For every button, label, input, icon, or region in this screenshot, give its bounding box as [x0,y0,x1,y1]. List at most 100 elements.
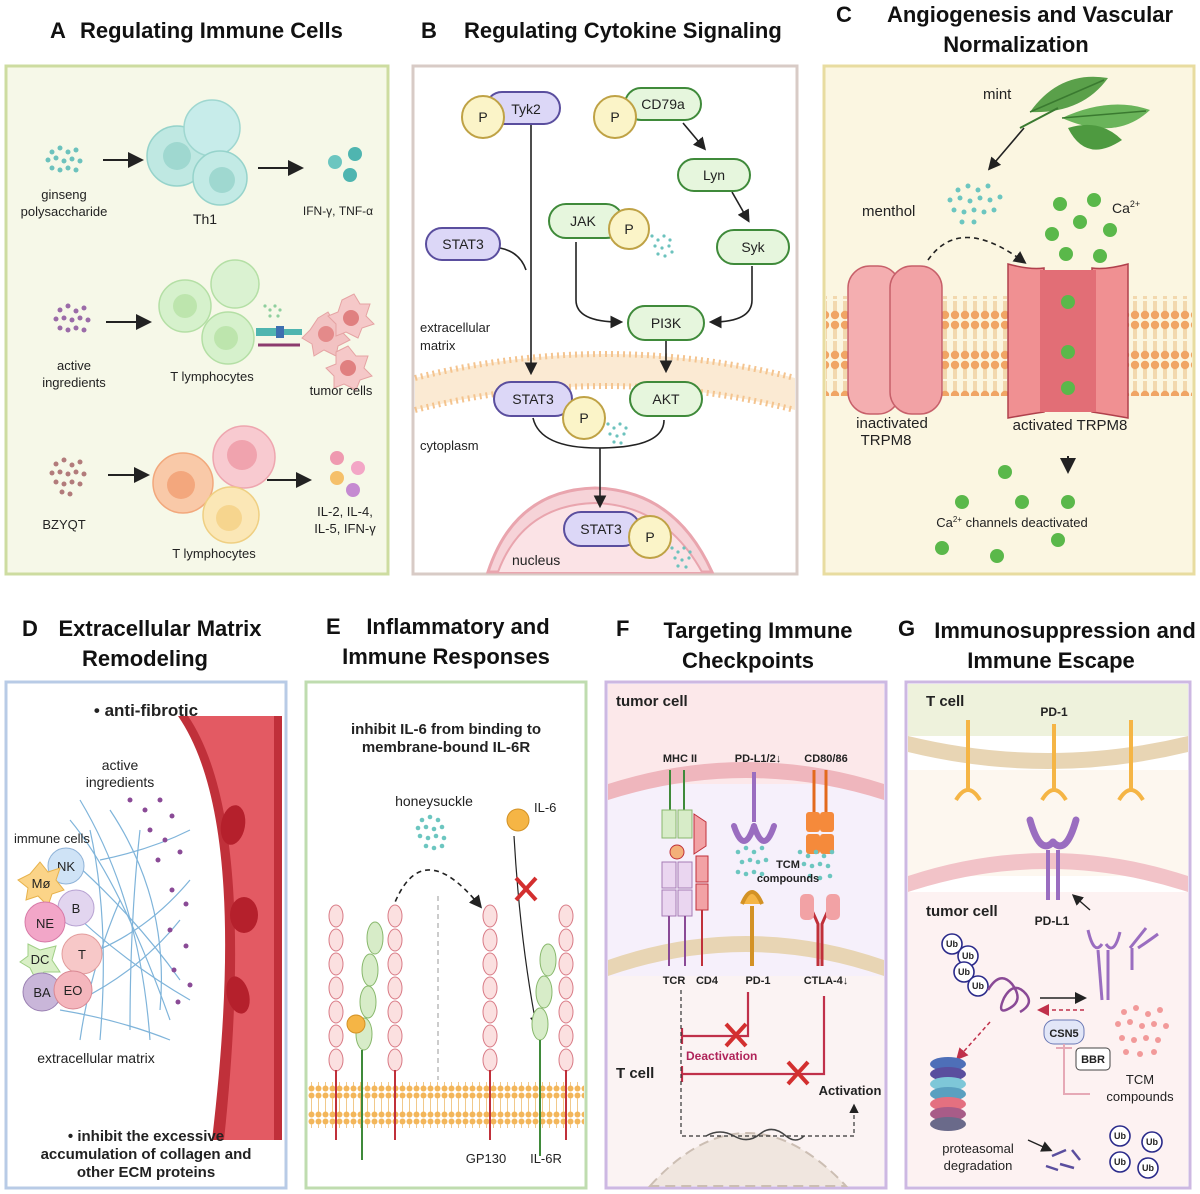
trpm8-inactive [847,265,943,415]
cell-eo: EO [53,970,93,1010]
cytokine-dots-1 [328,147,362,182]
panel-b-letter: B [421,18,437,43]
arrow-il6 [513,835,540,1027]
immune-cells-label: immune cells [14,831,90,846]
honeysuckle-particles [415,814,447,851]
mint-leaves [1019,76,1150,150]
proteasomal-label-2: degradation [944,1158,1013,1173]
panel-f-letter: F [616,616,629,641]
node-tyk2: Tyk2 P [461,91,561,139]
tumor-cells-label: tumor cells [310,383,373,398]
svg-text:Ub: Ub [1146,1137,1158,1147]
svg-text:Syk: Syk [741,239,765,255]
il6-ball [506,808,530,832]
tcm-g-label-2: compounds [1106,1089,1174,1104]
bzyqt-particles [49,457,87,497]
panel-g-title-2: Immune Escape [967,648,1135,673]
panel-a-letter: A [50,18,66,43]
bzyqt-label: BZYQT [42,517,85,532]
panel-g-title-1: Immunosuppression and [934,618,1196,643]
active-d-label-2: ingredients [86,774,155,790]
cell-membrane-b [415,354,795,410]
menthol-particles [947,183,1003,225]
anti-fibrotic-label: • anti-fibrotic [94,701,198,720]
ca-channels-label: Ca2+ channels deactivated [936,515,1088,530]
panel-e: E Inflammatory and Immune Responses inhi… [304,614,588,1190]
gp130-label: GP130 [466,1151,506,1166]
ginseng-label-2: polysaccharide [21,204,108,219]
activation-label: Activation [819,1083,882,1098]
ca-label: Ca2+ [1112,199,1140,216]
svg-text:P: P [645,529,654,545]
tcm-particles-g [1115,1005,1169,1057]
tcell-g-label: T cell [926,693,964,710]
node-lyn: Lyn [677,158,751,192]
ecm-label-1: extracellular [420,320,491,335]
svg-text:P: P [579,410,588,426]
il6r-label: IL-6R [530,1151,562,1166]
panel-d-title-2: Remodeling [82,646,208,671]
active-label-1: active [57,358,91,373]
arrow-degradation [956,1021,991,1061]
active-trpm8-label: activated TRPM8 [1013,417,1128,434]
tcm-f-label-1: TCM [776,859,800,871]
deactivation-label: Deactivation [686,1049,757,1063]
tumor-cell-f-label: tumor cell [616,693,688,710]
node-stat3-top: STAT3 [425,227,501,261]
ginseng-label-1: ginseng [41,187,87,202]
pd1-g-label: PD-1 [1040,705,1068,719]
svg-text:NK: NK [57,859,75,874]
panel-c: C Angiogenesis and Vascular Normalizatio… [822,2,1196,576]
pd1-receptors-g [954,720,1145,802]
svg-text:DC: DC [31,952,50,967]
panel-f-title-1: Targeting Immune [663,618,852,643]
svg-text:Ub: Ub [972,981,984,991]
tcell-f-label: T cell [616,1065,654,1082]
panel-a: A Regulating Immune Cells ginseng polysa… [4,18,390,576]
pd1-f-label: PD-1 [745,975,770,987]
active-ingredient-dots-d [127,797,193,1005]
cell-membrane-e [308,1082,584,1128]
node-pi3k: PI3K [627,305,705,341]
svg-text:P: P [624,221,633,237]
il6-label: IL-6 [534,800,556,815]
signal-lines-f [680,990,859,1141]
node-stat3-mid: STAT3 P [493,381,628,445]
csn5-box: CSN5 [1043,1019,1085,1045]
menthol-label: menthol [862,203,915,220]
svg-text:CSN5: CSN5 [1049,1028,1078,1040]
immune-cells-d: NK Mø B NE T DC BA EO [17,847,103,1012]
th1-label: Th1 [193,211,217,227]
honeysuckle-label: honeysuckle [395,793,473,809]
panel-f: F Targeting Immune Checkpoints tumor cel… [604,616,888,1190]
svg-text:B: B [72,901,81,916]
cd80-label: CD80/86 [804,753,847,765]
cell-ne: NE [24,901,66,943]
t-lymphocytes-label-2: T lymphocytes [172,546,256,561]
pdl1-label: PD-L1 [1035,914,1070,928]
panel-g: G Immunosuppression and Immune Escape T … [898,616,1196,1190]
pdl1-free-g [1086,927,1159,1001]
svg-text:STAT3: STAT3 [512,391,554,407]
arrow-menthol [927,236,1027,264]
svg-text:NE: NE [36,916,54,931]
inactive-label-2: TRPM8 [861,432,912,449]
arrow-fragments [1027,1139,1053,1152]
node-cd79a: CD79a P [593,87,702,139]
calcium-ions-bottom [935,465,1075,563]
svg-text:PI3K: PI3K [651,315,682,331]
svg-text:Ub: Ub [1114,1131,1126,1141]
svg-text:BA: BA [33,985,51,1000]
arrow-pdl1 [1071,894,1091,911]
svg-text:Ub: Ub [1142,1163,1154,1173]
svg-text:EO: EO [64,983,83,998]
cd4-label: CD4 [696,975,719,987]
svg-text:T: T [78,947,86,962]
tcell-membrane-g [908,736,1188,769]
protein-fragments [1045,1148,1081,1172]
tcell-membrane-f [608,936,884,976]
tcm-f-label-2: compounds [757,873,819,885]
